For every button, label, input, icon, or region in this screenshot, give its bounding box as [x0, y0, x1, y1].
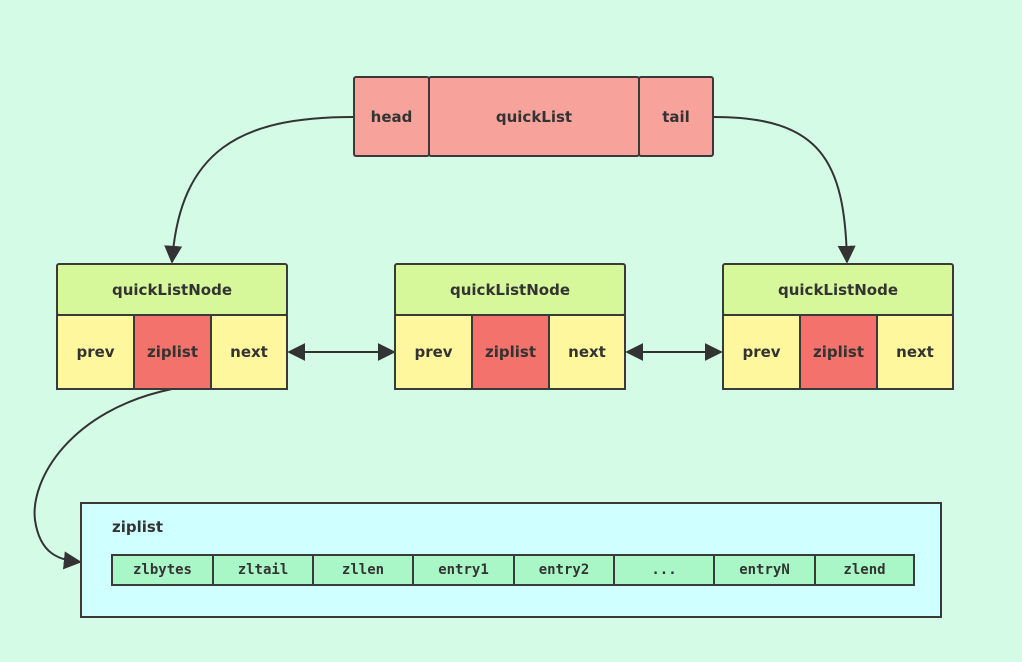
- quicklistnode-2-ziplist: ziplist: [471, 314, 550, 390]
- quicklistnode-3-header: quickListNode: [722, 263, 954, 316]
- quicklistnode-1-prev: prev: [56, 314, 135, 390]
- quicklist-title-cell: quickList: [428, 76, 640, 157]
- ziplist-field-zlbytes: zlbytes: [111, 554, 214, 586]
- quicklistnode-3-prev: prev: [722, 314, 801, 390]
- ziplist-field-zllen: zllen: [312, 554, 414, 586]
- quicklistnode-1-next: next: [210, 314, 288, 390]
- quicklistnode-2-header: quickListNode: [394, 263, 626, 316]
- quicklistnode-1-header: quickListNode: [56, 263, 288, 316]
- quicklistnode-2-prev: prev: [394, 314, 473, 390]
- tail-to-last-node-arrow: [713, 116, 856, 264]
- head-to-first-node-arrow: [164, 116, 354, 264]
- ziplist-field-zltail: zltail: [212, 554, 314, 586]
- ziplist-field-entryN: entryN: [713, 554, 816, 586]
- ziplist-pointer-arrow: [33, 388, 173, 570]
- quicklistnode-2-next: next: [548, 314, 626, 390]
- ziplist-field-entry2: entry2: [513, 554, 615, 586]
- quicklistnode-3-ziplist: ziplist: [799, 314, 878, 390]
- ziplist-field-entry1: entry1: [412, 554, 515, 586]
- ziplist-field-ellipsis: ...: [613, 554, 715, 586]
- ziplist-panel-title: ziplist: [112, 518, 163, 536]
- quicklist-head-cell: head: [353, 76, 430, 157]
- quicklist-tail-cell: tail: [638, 76, 714, 157]
- quicklistnode-1-ziplist: ziplist: [133, 314, 212, 390]
- ziplist-field-zlend: zlend: [814, 554, 915, 586]
- quicklistnode-3-next: next: [876, 314, 954, 390]
